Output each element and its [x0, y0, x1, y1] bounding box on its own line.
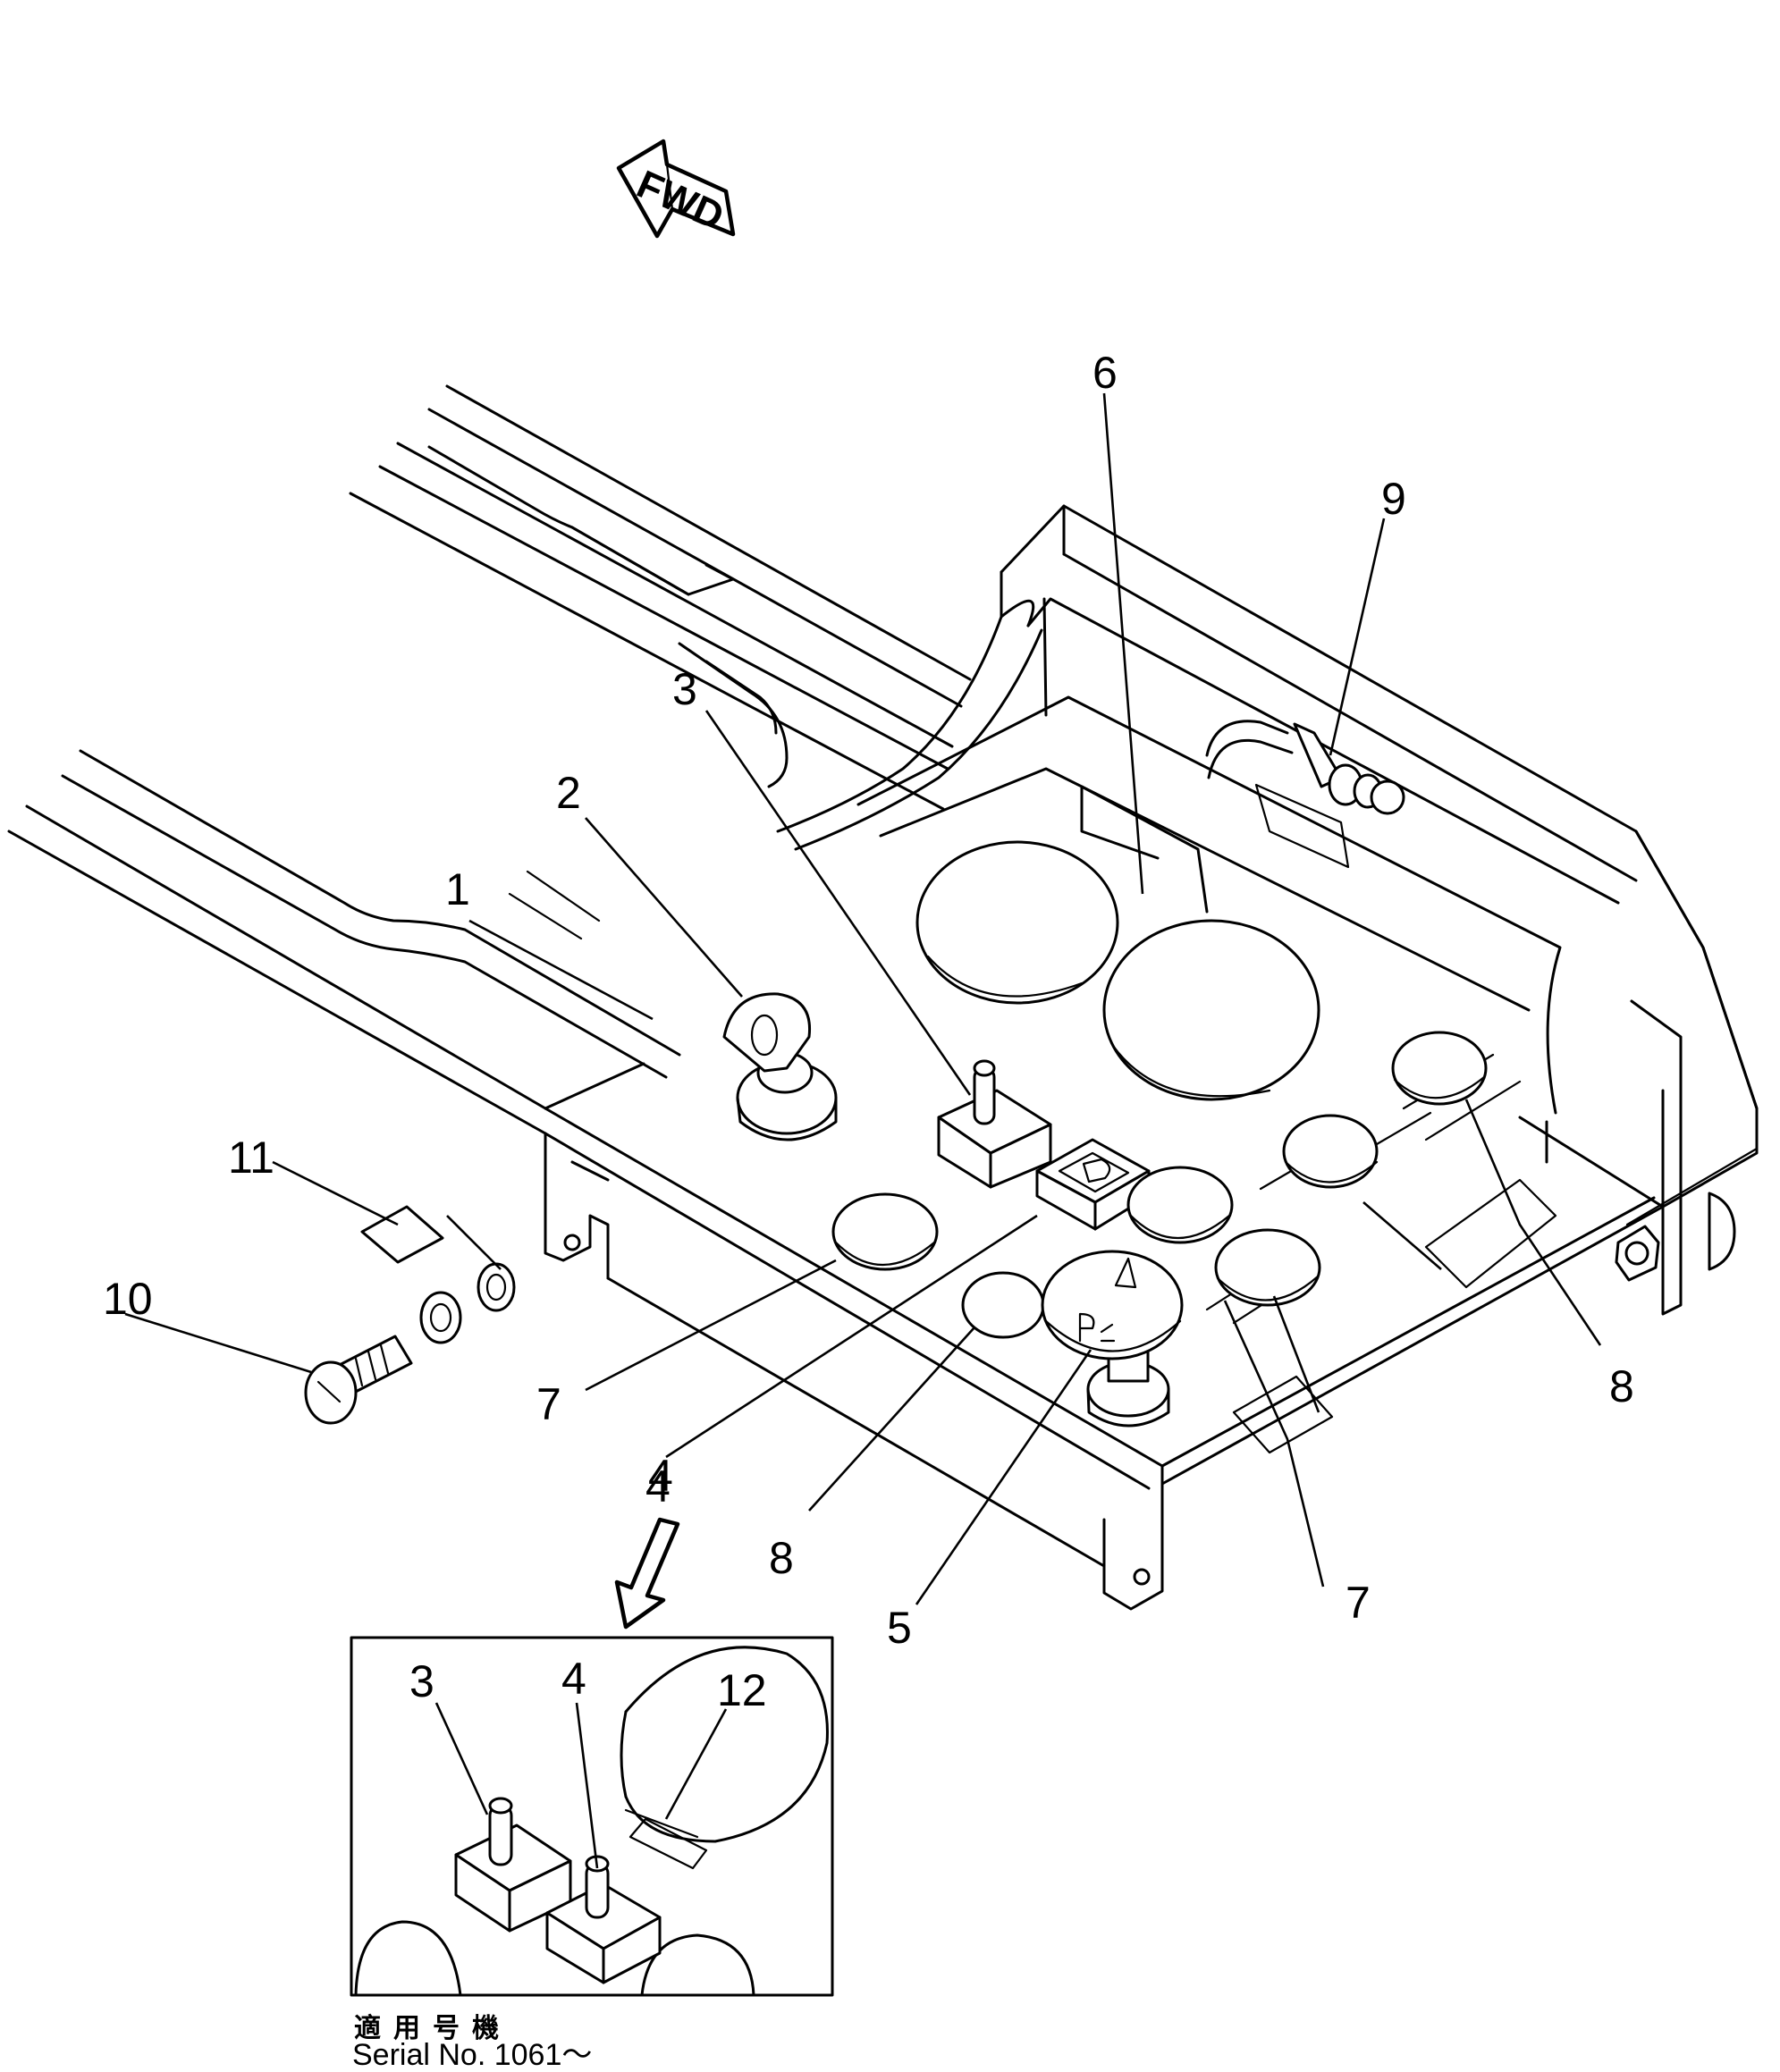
fwd-label: FWD — [630, 162, 730, 239]
key-switch — [722, 992, 838, 1141]
callout-2: 2 — [556, 768, 581, 818]
callout-5: 5 — [887, 1603, 912, 1653]
callout-8-right: 8 — [1609, 1361, 1634, 1411]
lamp-far-right — [1391, 1031, 1488, 1106]
callout-1: 1 — [445, 864, 470, 914]
applicable-serial-label-jp: 適用号機 — [354, 2013, 511, 2044]
detail-view: 4 3 4 12 — [350, 1461, 834, 1997]
console-rails — [7, 384, 972, 1135]
detail-callout-4: 4 — [561, 1654, 586, 1704]
detail-frame — [350, 1636, 834, 1997]
callout-11: 11 — [228, 1133, 274, 1183]
callout-10: 10 — [103, 1274, 153, 1324]
detail-callout-3: 3 — [409, 1656, 434, 1706]
fwd-arrow-icon: FWD — [616, 139, 736, 239]
pilot-lamps — [831, 1031, 1557, 1454]
lamp-right — [1282, 1114, 1379, 1189]
detail-arrow-icon — [614, 1517, 680, 1630]
bolt-hardware — [304, 1205, 516, 1425]
callout-8-left: 8 — [769, 1533, 794, 1583]
callout-numbers: 1 2 3 4 5 6 7 7 8 8 9 10 11 — [103, 348, 1634, 1653]
gauges — [915, 785, 1320, 1101]
detail-callout-12: 12 — [717, 1665, 767, 1715]
lamp-center-low — [1214, 1228, 1321, 1307]
gauge-right — [1102, 919, 1320, 1101]
detail-light-switch — [545, 1855, 662, 1984]
detail-arrow-label: 4 — [645, 1461, 671, 1512]
parking-brake-knob — [1041, 1250, 1184, 1428]
gauge-left — [915, 840, 1119, 1005]
serial-number-text: Serial No. 1061～ — [352, 2038, 593, 2072]
callout-3: 3 — [672, 664, 697, 714]
callout-6: 6 — [1092, 348, 1118, 398]
callout-4: 4 — [648, 1451, 673, 1501]
toggle-switch — [937, 1059, 1052, 1189]
lamp-left — [831, 1192, 939, 1271]
lamp-small-left — [961, 1271, 1045, 1339]
instrument-panel — [544, 504, 1759, 1611]
lamp-center — [1126, 1166, 1234, 1244]
leader-lines — [124, 392, 1602, 1605]
callout-7-right: 7 — [1346, 1578, 1371, 1628]
detail-toggle-switch — [454, 1797, 572, 1933]
callout-9: 9 — [1381, 474, 1406, 524]
callout-7-left: 7 — [536, 1379, 561, 1429]
connector — [1205, 720, 1405, 869]
